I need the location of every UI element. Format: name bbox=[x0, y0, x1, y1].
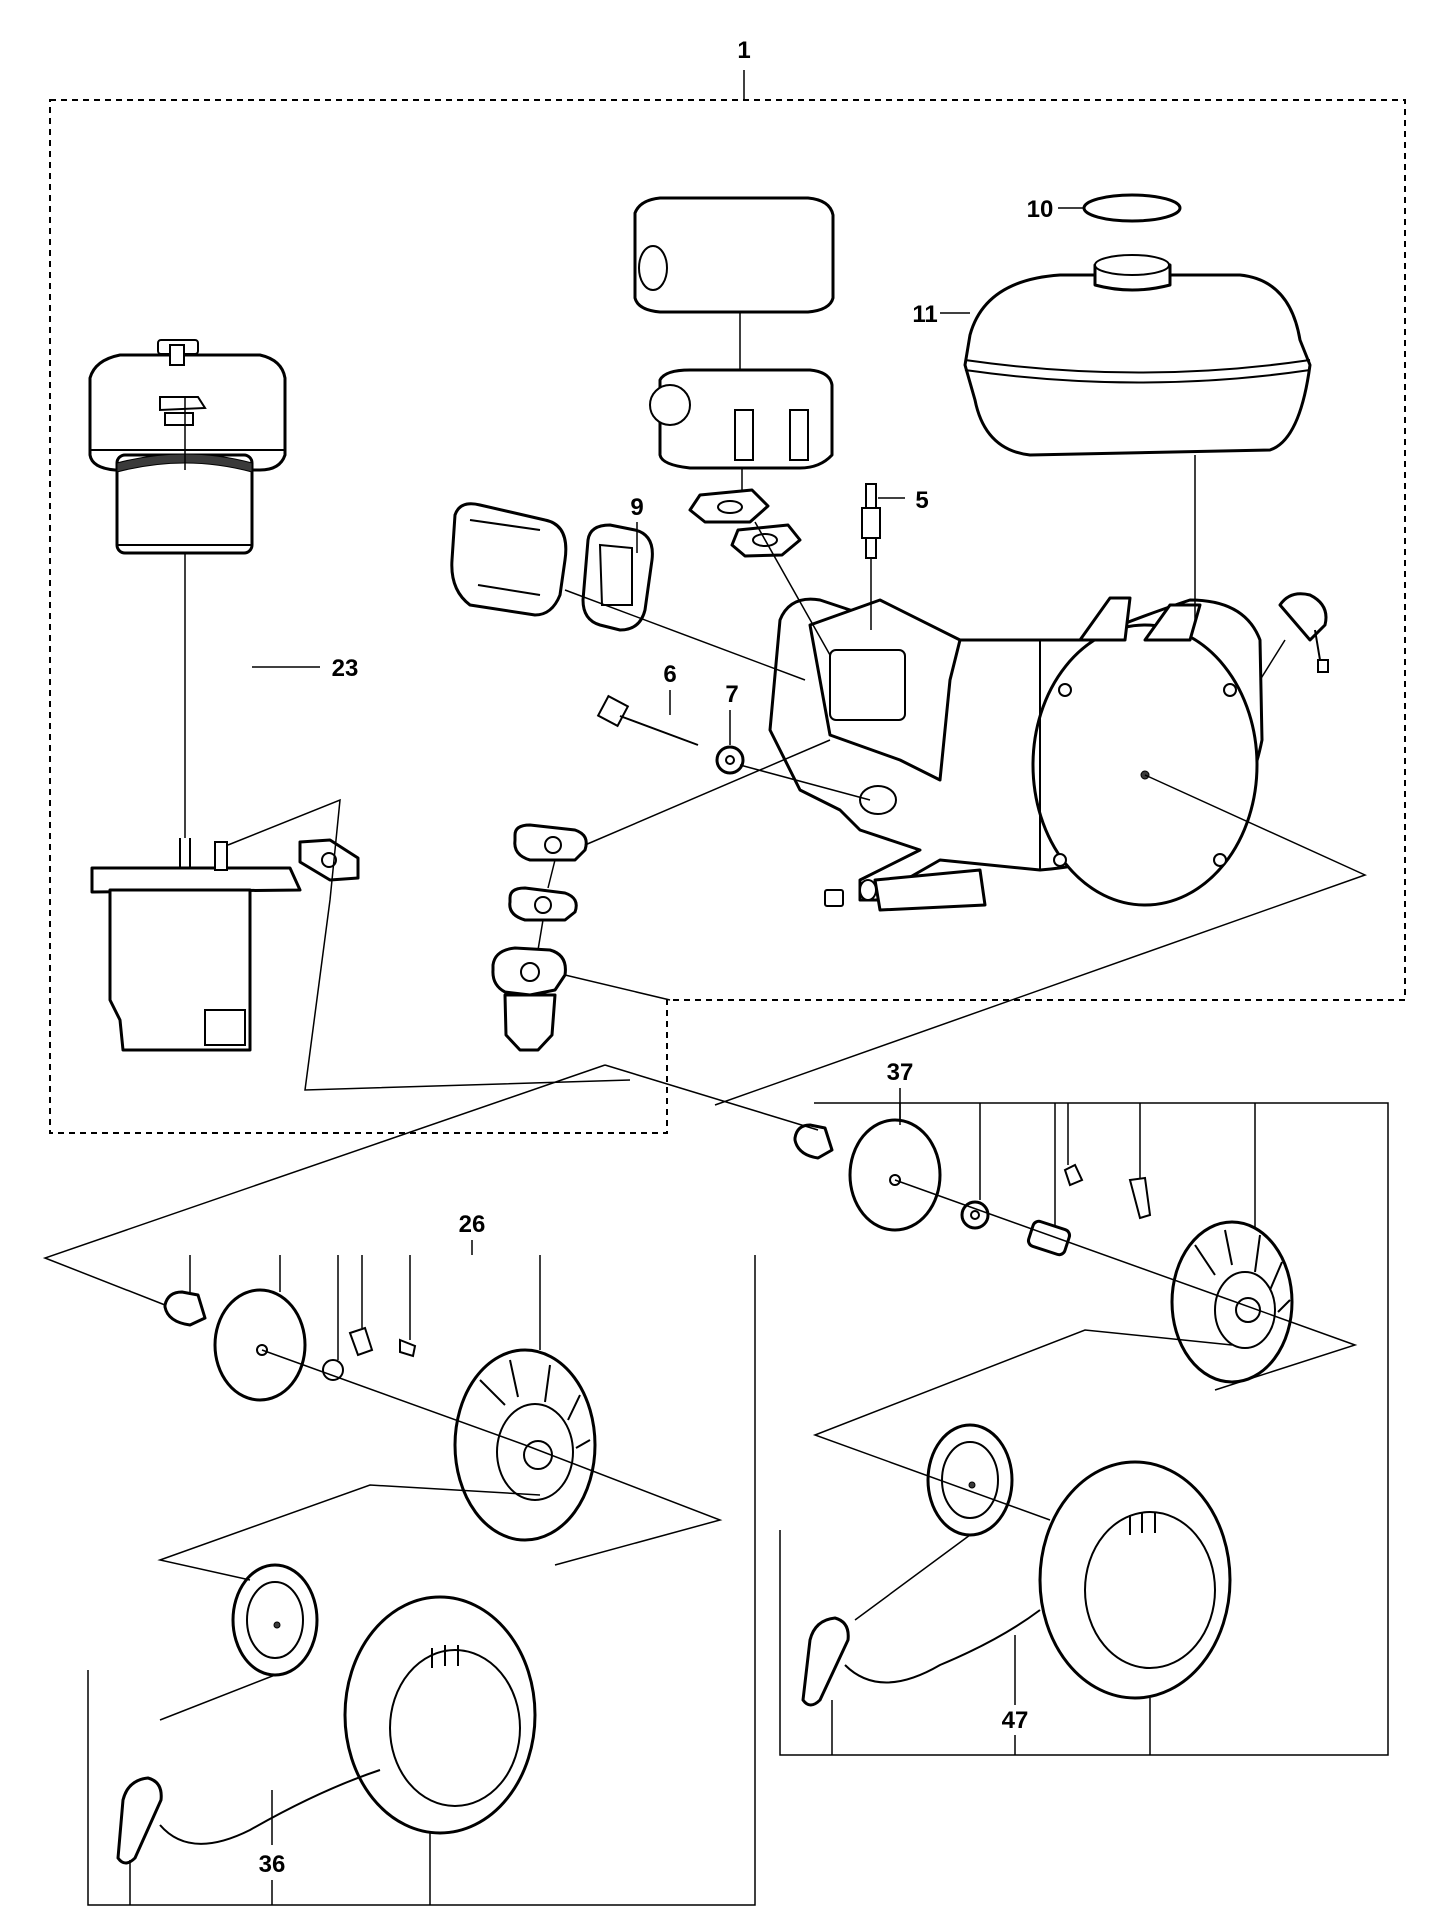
starter-26-pawls bbox=[348, 1326, 417, 1358]
callout-23: 23 bbox=[332, 655, 359, 682]
callout-10: 10 bbox=[1027, 196, 1054, 223]
ignition-coil bbox=[1278, 592, 1329, 673]
intake-gasket-upper bbox=[513, 823, 588, 862]
starter-37-spring bbox=[1026, 1219, 1072, 1257]
callout-47: 47 bbox=[1002, 1707, 1029, 1734]
starter-26-recoil-spring bbox=[231, 1563, 319, 1677]
starter-26-pulley bbox=[213, 1288, 307, 1402]
washer-7 bbox=[715, 745, 745, 775]
fuel-cap bbox=[1082, 193, 1182, 223]
valve-cover-gasket bbox=[581, 523, 654, 632]
leader-lines bbox=[42, 207, 1368, 1905]
callout-26: 26 bbox=[459, 1211, 486, 1238]
engine-block bbox=[768, 596, 1264, 912]
callout-7: 7 bbox=[725, 681, 738, 708]
starter-37-pulley bbox=[848, 1118, 942, 1232]
starter-37-washer bbox=[960, 1200, 990, 1230]
callout-9: 9 bbox=[630, 494, 643, 521]
wing-nut bbox=[159, 396, 207, 426]
starter-frame-37 bbox=[779, 1102, 1389, 1756]
callout-1: 1 bbox=[737, 37, 750, 64]
drain-bolt bbox=[824, 879, 877, 907]
starter-37-nut bbox=[793, 1123, 834, 1160]
carburetor bbox=[491, 946, 567, 1052]
starter-26-ball bbox=[322, 1359, 344, 1381]
callout-6: 6 bbox=[663, 661, 676, 688]
starter-26-nut bbox=[163, 1290, 207, 1327]
valve-cover bbox=[450, 502, 568, 617]
gasket-small-left bbox=[298, 838, 360, 882]
starter-37-drum bbox=[1170, 1220, 1294, 1384]
dipstick bbox=[596, 694, 699, 746]
callout-36: 36 bbox=[259, 1851, 286, 1878]
exhaust-gasket bbox=[688, 488, 802, 558]
muffler-body bbox=[649, 368, 834, 470]
starter-26-housing bbox=[343, 1595, 537, 1835]
starter-37-handle bbox=[801, 1609, 1041, 1707]
starter-26-handle bbox=[116, 1769, 381, 1865]
starter-37-pawls bbox=[1063, 1163, 1152, 1220]
intake-gasket-lower bbox=[508, 886, 578, 922]
fuel-tank bbox=[963, 254, 1312, 457]
callout-11: 11 bbox=[912, 301, 937, 328]
starter-37-recoil-spring bbox=[926, 1423, 1014, 1537]
spark-plug bbox=[861, 483, 881, 559]
callout-37: 37 bbox=[887, 1059, 914, 1086]
callout-5: 5 bbox=[915, 487, 928, 514]
muffler-shield bbox=[633, 196, 835, 314]
starter-37-housing bbox=[1038, 1460, 1232, 1700]
starter-frame-26 bbox=[87, 1255, 756, 1906]
air-filter-base bbox=[90, 838, 302, 1052]
